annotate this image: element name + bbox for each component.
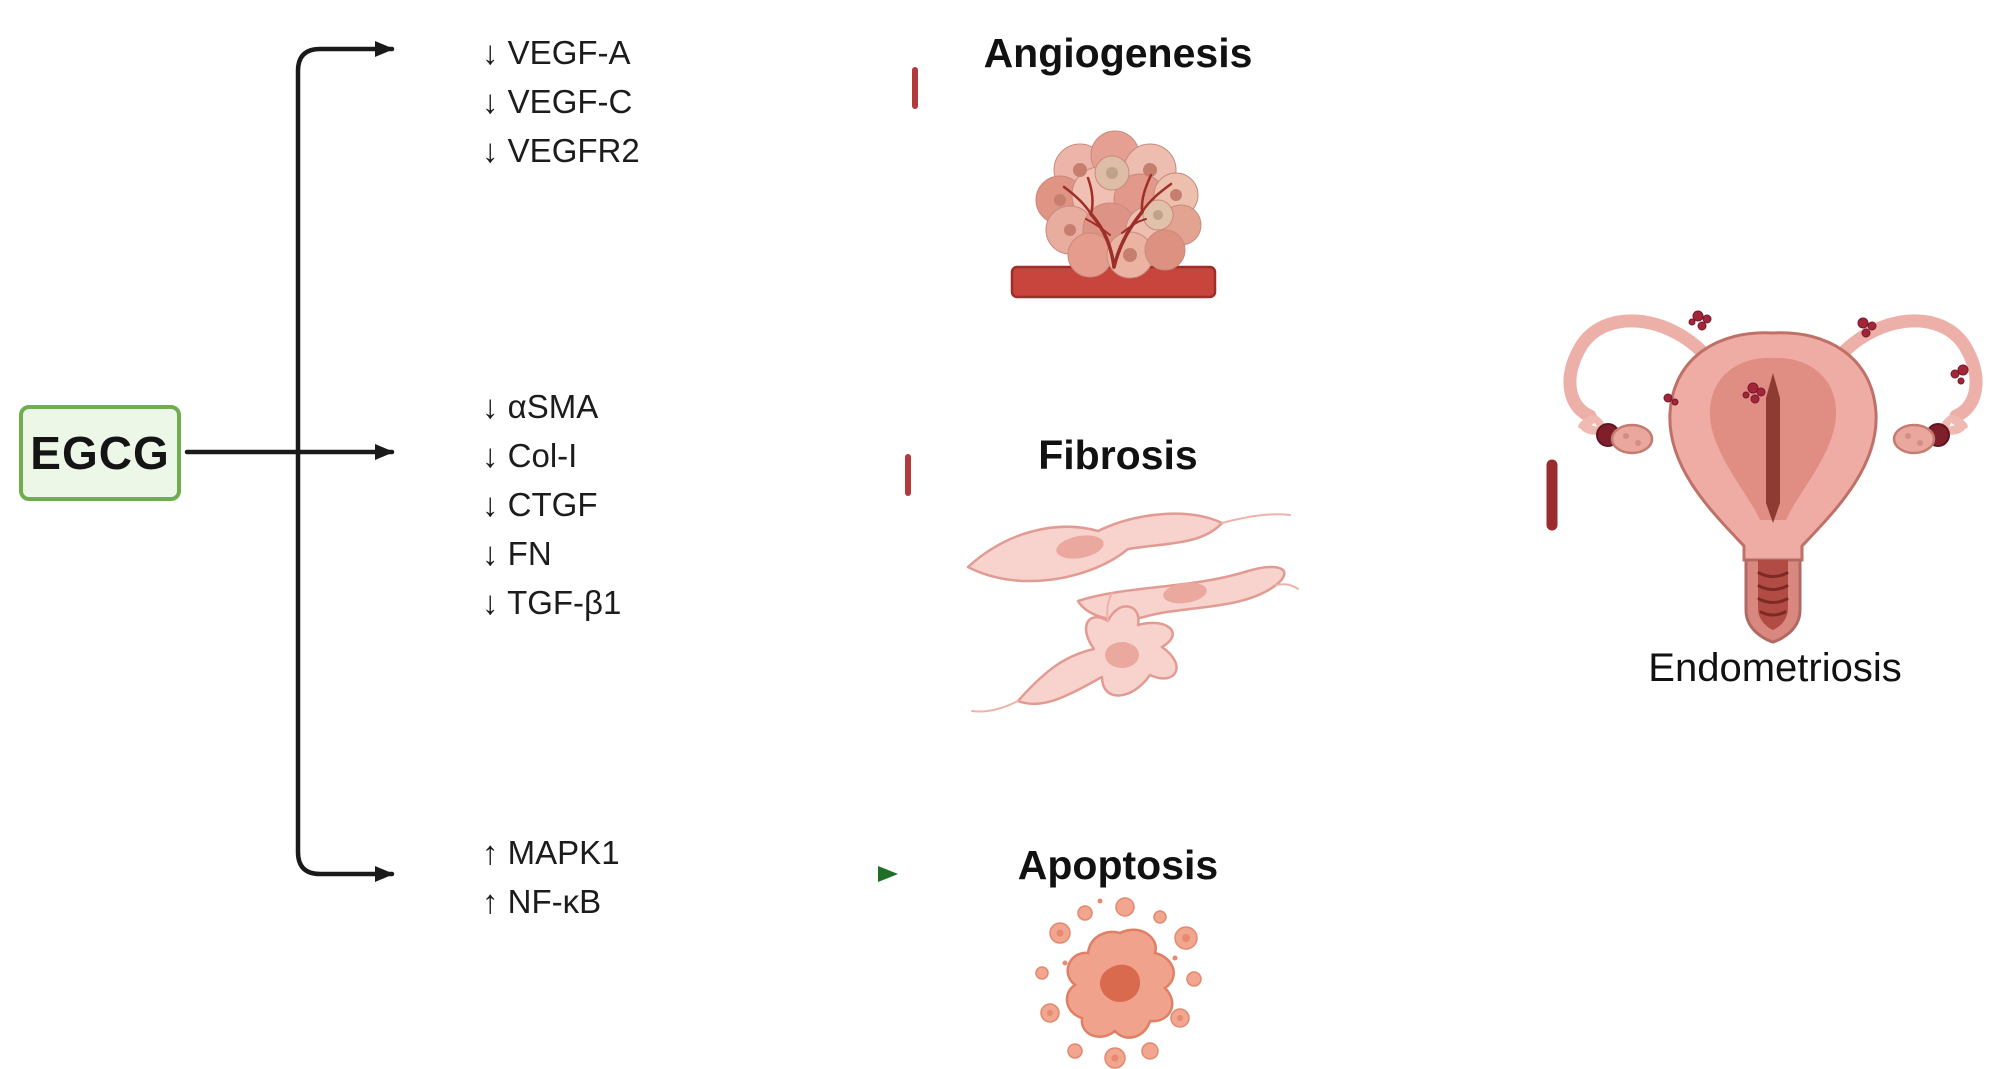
fibroblast-processes bbox=[971, 513, 1299, 713]
gene-item: ↓ CTGF bbox=[482, 486, 598, 523]
ovaries bbox=[1610, 423, 1936, 455]
fibroblast-cells-icon bbox=[966, 512, 1299, 713]
gene-item: ↑ NF-κB bbox=[482, 883, 602, 920]
cervix-vagina bbox=[1744, 558, 1802, 644]
fallopian-tubes bbox=[1563, 314, 1983, 423]
apoptotic-dots bbox=[1047, 898, 1190, 1062]
apoptotic-bodies bbox=[1035, 897, 1202, 1069]
gene-item: ↓ Col-I bbox=[482, 437, 578, 474]
inhibit-fibrosis-line bbox=[700, 454, 911, 496]
fibroblast-cell bbox=[1016, 605, 1178, 706]
endometriosis-label: Endometriosis bbox=[1648, 646, 1902, 690]
branch-arrow-angiogenesis bbox=[295, 41, 395, 455]
gene-list-angiogenesis: ↓ VEGF-A ↓ VEGF-C ↓ VEGFR2 bbox=[482, 28, 640, 175]
apoptotic-cell-icon bbox=[1035, 897, 1202, 1069]
gene-item: ↓ VEGFR2 bbox=[482, 132, 640, 169]
gene-item: ↑ MAPK1 bbox=[482, 834, 620, 871]
tumor-with-blood-vessel-icon bbox=[1010, 130, 1217, 299]
gene-item: ↓ TGF-β1 bbox=[482, 584, 622, 621]
egcg-branch-arrows bbox=[184, 41, 395, 882]
gene-item: ↓ VEGF-C bbox=[482, 83, 633, 120]
endometriosis-lesions bbox=[1663, 310, 1969, 406]
fibroblast-nuclei bbox=[1056, 535, 1207, 668]
branch-arrow-apoptosis bbox=[295, 449, 395, 882]
vessel-sprouts-icon bbox=[1062, 173, 1173, 269]
gene-item: ↓ VEGF-A bbox=[482, 34, 631, 71]
egcg-box: EGCG bbox=[19, 405, 181, 501]
apoptosis-label: Apoptosis bbox=[1017, 842, 1219, 888]
egcg-label: EGCG bbox=[30, 427, 170, 479]
tumor-cell-cluster bbox=[1035, 130, 1202, 279]
inhibit-angiogenesis-line bbox=[712, 67, 918, 109]
uterus-icon bbox=[1563, 310, 1983, 644]
gene-list-fibrosis: ↓ αSMA ↓ Col-I ↓ CTGF ↓ FN ↓ TGF-β1 bbox=[482, 382, 621, 627]
gene-item: ↓ FN bbox=[482, 535, 552, 572]
tumor-cell-nuclei bbox=[1054, 163, 1182, 262]
apoptotic-nucleus bbox=[1099, 964, 1141, 1002]
inhibit-endometriosis-line bbox=[1322, 459, 1558, 531]
fibrosis-label: Fibrosis bbox=[1038, 432, 1198, 478]
angiogenesis-label: Angiogenesis bbox=[983, 30, 1253, 76]
uterine-cavity bbox=[1766, 373, 1780, 523]
gene-item: ↓ αSMA bbox=[482, 388, 599, 425]
gene-list-apoptosis: ↑ MAPK1 ↑ NF-κB bbox=[482, 828, 620, 926]
